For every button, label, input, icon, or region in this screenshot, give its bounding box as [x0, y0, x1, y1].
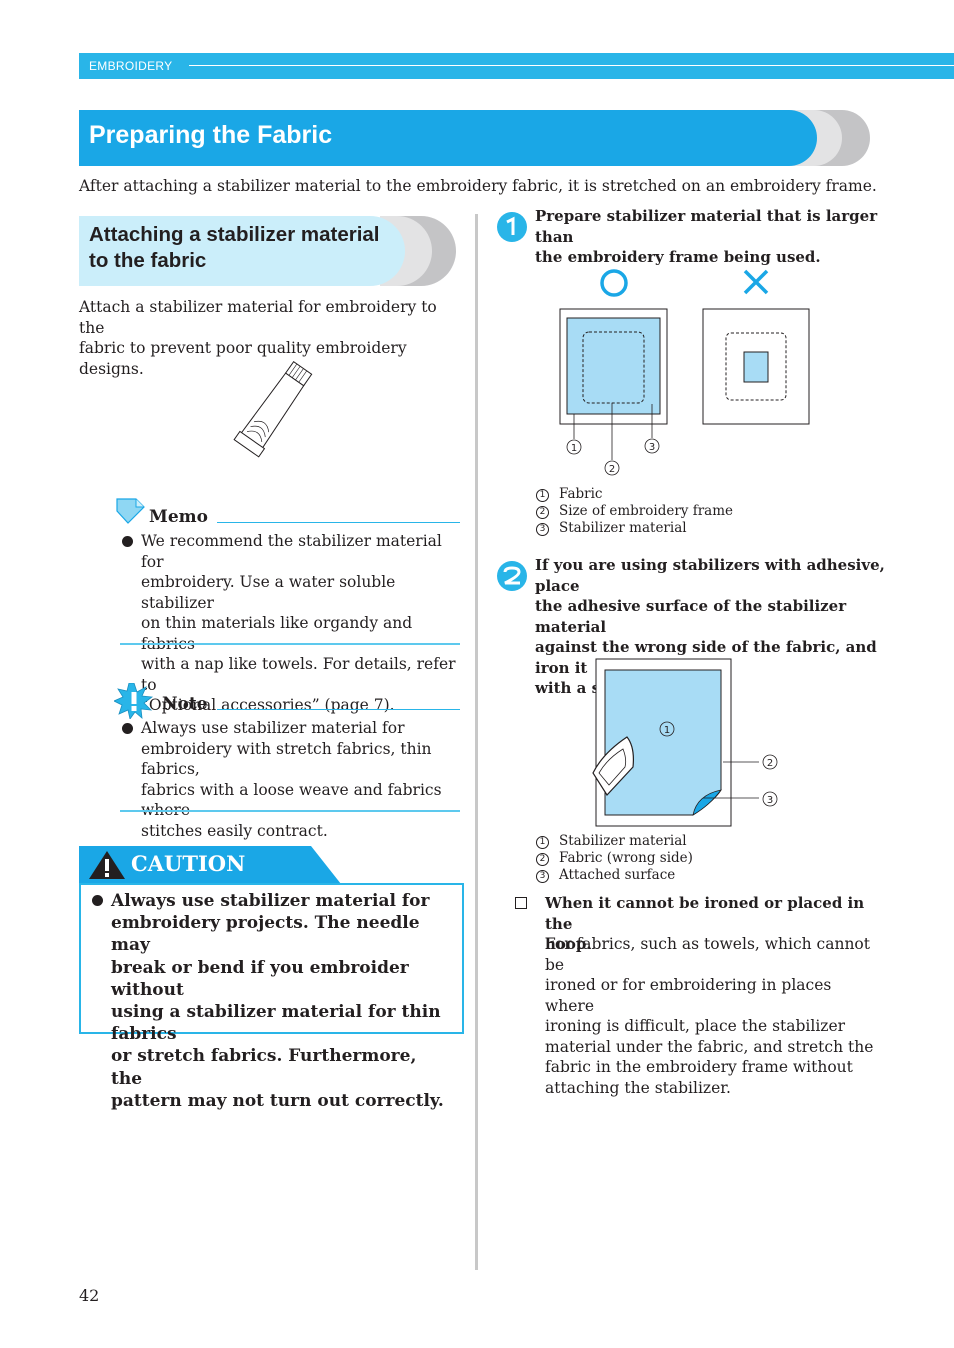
iron-icon: [592, 736, 634, 796]
subsection-title-line2: to the fabric: [89, 249, 207, 272]
step-2-text: If you are using stabilizers with adhesi…: [535, 555, 895, 699]
memo-icon: [116, 498, 145, 524]
subsection-body-line: fabric to prevent poor quality embroider…: [79, 339, 407, 378]
caution-line: or stretch fabrics. Furthermore, the: [111, 1046, 417, 1089]
memo-line: on thin materials like organdy and fabri…: [141, 614, 413, 653]
tip-line: For fabrics, such as towels, which canno…: [545, 935, 870, 974]
svg-text:3: 3: [649, 442, 655, 453]
step-1-badge-icon: [497, 212, 527, 242]
memo-title-rule: [217, 522, 460, 523]
intro-text: After attaching a stabilizer material to…: [79, 177, 877, 195]
memo-line: We recommend the stabilizer material for: [141, 532, 442, 571]
memo-body: We recommend the stabilizer material for…: [141, 531, 461, 716]
tip-line: attaching the stabilizer.: [545, 1078, 731, 1097]
memo-line: embroidery. Use a water soluble stabiliz…: [141, 573, 396, 612]
section-header-bar: EMBROIDERY: [79, 53, 954, 79]
memo-line: with a nap like towels. For details, ref…: [141, 655, 456, 694]
note-line: stitches easily contract.: [141, 821, 328, 840]
section-label: EMBROIDERY: [89, 59, 173, 73]
subsection-body-line: Attach a stabilizer material for embroid…: [79, 298, 437, 337]
caution-line: embroidery projects. The needle may: [111, 913, 420, 956]
note-bullet: [122, 723, 133, 734]
caution-line: pattern may not turn out correctly.: [111, 1090, 444, 1111]
correct-circle-icon: [600, 269, 628, 297]
section-header-rule: [189, 65, 954, 66]
svg-text:1: 1: [664, 725, 670, 736]
step-1-line: Prepare stabilizer material that is larg…: [535, 207, 878, 246]
step-2-line: against the wrong side of the fabric, an…: [535, 638, 877, 677]
tip-title-line: When it cannot be ironed or placed in th…: [545, 894, 865, 933]
tip-body: For fabrics, such as towels, which canno…: [545, 934, 885, 1098]
title-bar: Preparing the Fabric: [79, 110, 817, 166]
subsection-title-line1: Attaching a stabilizer material: [89, 223, 380, 246]
note-starburst-icon: [114, 683, 154, 719]
column-divider: [475, 214, 478, 1270]
subsection-body: Attach a stabilizer material for embroid…: [79, 297, 459, 379]
step-1-text: Prepare stabilizer material that is larg…: [535, 206, 895, 268]
svg-text:2: 2: [767, 758, 773, 769]
step-1-figure: 1 2 3: [559, 269, 810, 476]
caution-line: Always use stabilizer material for: [111, 891, 430, 911]
tip-line: ironing is difficult, place the stabiliz…: [545, 1017, 846, 1035]
warning-triangle-icon: [89, 851, 125, 879]
step-2-figure: 1 2 3: [592, 658, 778, 827]
tip-line: fabric in the embroidery frame without: [545, 1058, 853, 1076]
step-2-line: If you are using stabilizers with adhesi…: [535, 556, 885, 595]
caution-line: break or bend if you embroider without: [111, 957, 409, 1000]
tip-title-line: hoop.: [545, 935, 592, 953]
stabilizer-tube-illustration: [233, 360, 313, 458]
note-line: Always use stabilizer material for: [141, 719, 405, 737]
note-body: Always use stabilizer material for embro…: [141, 718, 461, 841]
svg-text:3: 3: [767, 795, 773, 806]
step-2-line: the adhesive surface of the stabilizer m…: [535, 597, 847, 636]
caution-body: Always use stabilizer material for embro…: [111, 890, 451, 1112]
caution-header: CAUTION: [79, 846, 341, 884]
subsection-title: Attaching a stabilizer material to the f…: [89, 222, 380, 274]
caution-bullet: [92, 895, 103, 906]
memo-title: Memo: [149, 507, 208, 527]
memo-bullet: [122, 536, 133, 547]
tip-line: material under the fabric, and stretch t…: [545, 1037, 874, 1056]
tip-line: ironed or for embroidering in places whe…: [545, 976, 832, 1015]
subsection-header: Attaching a stabilizer material to the f…: [79, 216, 405, 286]
page-number: 42: [79, 1286, 100, 1305]
caution-box: [79, 883, 464, 1034]
step-2-badge-icon: [497, 561, 527, 591]
note-bottom-rule: [120, 810, 460, 812]
tip-title: When it cannot be ironed or placed in th…: [545, 893, 875, 955]
note-title: Note: [162, 694, 208, 714]
svg-text:2: 2: [609, 464, 615, 475]
note-line: fabrics with a loose weave and fabrics w…: [141, 780, 442, 820]
caution-title: CAUTION: [131, 851, 246, 876]
note-line: embroidery with stretch fabrics, thin fa…: [141, 739, 432, 779]
note-title-rule: [217, 709, 460, 710]
step-1-line: the embroidery frame being used.: [535, 248, 821, 266]
checkbox-square-icon: [515, 897, 527, 909]
memo-bottom-rule: [120, 643, 460, 645]
caution-line: using a stabilizer material for thin fab…: [111, 1002, 441, 1045]
page-title: Preparing the Fabric: [89, 121, 333, 149]
svg-text:1: 1: [571, 443, 577, 454]
